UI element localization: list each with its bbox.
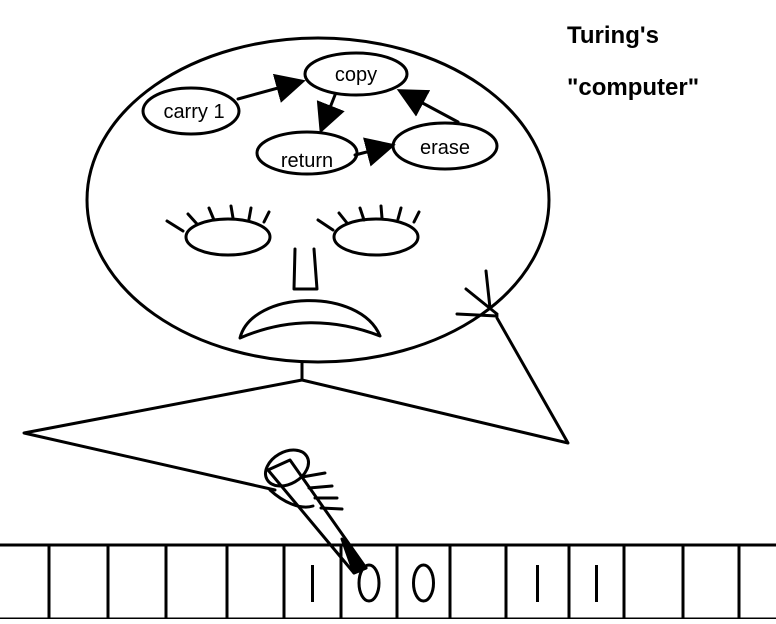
arrow-return-to-erase	[353, 137, 396, 167]
state-erase-label: erase	[420, 137, 470, 159]
tape-symbols	[311, 563, 598, 603]
left-eye	[165, 204, 272, 257]
right-eye	[316, 204, 421, 257]
pencil-tip	[340, 537, 368, 575]
tape-symbol-zero	[412, 563, 435, 603]
nose	[292, 247, 319, 291]
left-arm	[22, 378, 304, 492]
state-carry-1-label: carry 1	[163, 101, 224, 123]
title-line-1: Turing's	[567, 22, 659, 49]
arrow-erase-to-copy	[396, 89, 460, 124]
arrow-carry-to-copy	[236, 73, 306, 103]
right-arm	[300, 316, 570, 445]
tape	[0, 543, 776, 621]
arrow-copy-to-return	[316, 93, 345, 134]
cheek-mark	[455, 269, 499, 318]
mouth	[238, 299, 382, 340]
state-diagram	[141, 51, 499, 176]
state-copy-label: copy	[335, 64, 377, 86]
state-return-label: return	[281, 150, 333, 172]
title-line-2: "computer"	[567, 74, 700, 101]
head-outline	[85, 36, 551, 364]
tape-symbol-zero	[357, 563, 381, 603]
state-carry-1	[141, 86, 241, 136]
